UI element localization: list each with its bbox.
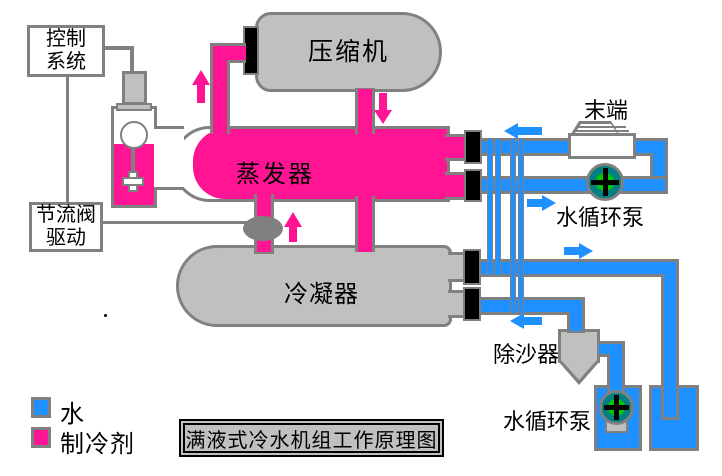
chilled-supply-core — [481, 141, 572, 153]
condenser-port-top — [463, 249, 481, 285]
refrigerant-up-arrow-liquid-shaft — [289, 227, 297, 242]
water-left-arrow-cooling-shaft — [524, 317, 542, 325]
terminal-grille-line-1 — [576, 126, 626, 128]
evaporator-refrigerant-fill — [193, 129, 447, 199]
evaporator-port-top — [464, 130, 482, 164]
water-left-arrow-top-shaft — [518, 127, 542, 135]
legend-refrigerant-swatch — [31, 427, 51, 448]
legend-water-swatch — [31, 397, 51, 418]
discharge-pipe-lower-core — [358, 194, 372, 252]
water-right-arrow-cooling-shaft — [564, 247, 579, 255]
throttle-drive-box: 节流阀 驱动 — [29, 202, 103, 252]
evaporator-port-bottom — [464, 169, 482, 202]
funnel-outlet-core-v — [610, 344, 622, 396]
condenser-stub-bottom — [448, 290, 466, 318]
condenser-stub-top — [448, 252, 466, 282]
control-system-label: 控制 系统 — [46, 28, 86, 73]
chilled-return-core — [481, 179, 665, 191]
cooling-in-core — [481, 300, 582, 312]
riser-pipe-3 — [510, 139, 516, 313]
evaporator-label: 蒸发器 — [236, 161, 314, 188]
water-left-arrow-cooling — [510, 313, 524, 329]
water-right-arrow-cooling — [579, 243, 593, 259]
terminal-grille — [575, 124, 617, 133]
throttle-drive-label: 节流阀 驱动 — [36, 204, 96, 249]
chamber-evaporator-channel — [154, 126, 184, 190]
throttle-control-line — [103, 221, 249, 224]
riser-pipe-1 — [487, 139, 493, 275]
diagram-title: 满液式冷水机组工作原理图 — [185, 429, 438, 452]
cooling-water-pump-label: 水循环泵 — [503, 409, 592, 434]
condenser-label: 冷凝器 — [284, 281, 359, 308]
compressor-body — [255, 12, 442, 92]
water-right-arrow-mid-shaft — [527, 199, 542, 207]
water-left-arrow-top — [504, 123, 518, 139]
cooling-out-down-core — [664, 262, 676, 417]
suction-pipe-core-h — [213, 46, 246, 60]
riser-pipe-4 — [518, 139, 524, 313]
cooling-in-down-core — [570, 300, 582, 331]
refrigerant-up-arrow-suction — [192, 70, 210, 85]
condenser-port-bottom — [463, 287, 481, 321]
cooling-pump-cross-v — [614, 395, 619, 420]
stray-dot — [104, 314, 107, 317]
cooling-out-core — [481, 262, 676, 274]
sand-remover-label: 除沙器 — [493, 342, 560, 367]
throttle-valve-oval — [243, 216, 283, 241]
refrigerant-up-arrow-liquid — [284, 212, 302, 227]
terminal-label: 末端 — [584, 98, 629, 123]
discharge-pipe-upper-core — [358, 89, 372, 136]
diagram-title-box: 满液式冷水机组工作原理图 — [179, 419, 444, 457]
chilled-water-pump-label: 水循环泵 — [556, 205, 645, 230]
float-valve-cross-h — [122, 177, 144, 186]
actuator-stem — [130, 46, 134, 74]
refrigerant-up-arrow-suction-shaft — [197, 85, 205, 103]
water-right-arrow-mid — [542, 195, 556, 211]
control-line-down — [66, 77, 69, 203]
sand-remover-cone — [562, 361, 596, 380]
legend-refrigerant-label: 制冷剂 — [60, 431, 135, 458]
legend-water-label: 水 — [60, 401, 84, 428]
float-ball — [120, 121, 148, 149]
refrigerant-down-arrow — [374, 110, 392, 124]
evaporator-stub-bottom — [445, 172, 467, 200]
evaporator-stub-top — [445, 134, 467, 161]
riser-pipe-2 — [495, 139, 501, 275]
compressor-label: 压缩机 — [308, 38, 390, 66]
float-rod — [131, 147, 135, 179]
control-system-box: 控制 系统 — [27, 25, 105, 77]
sand-remover-body — [558, 329, 600, 363]
chilled-pump-cross-v — [603, 168, 608, 196]
control-line-right — [105, 46, 133, 50]
condenser-body — [176, 245, 452, 327]
refrigerant-down-arrow-shaft — [379, 93, 387, 110]
valve-actuator — [122, 71, 147, 105]
terminal-grille-line-2 — [573, 130, 629, 132]
suction-pipe-core-v — [213, 46, 227, 134]
terminal-unit-box — [568, 133, 636, 159]
